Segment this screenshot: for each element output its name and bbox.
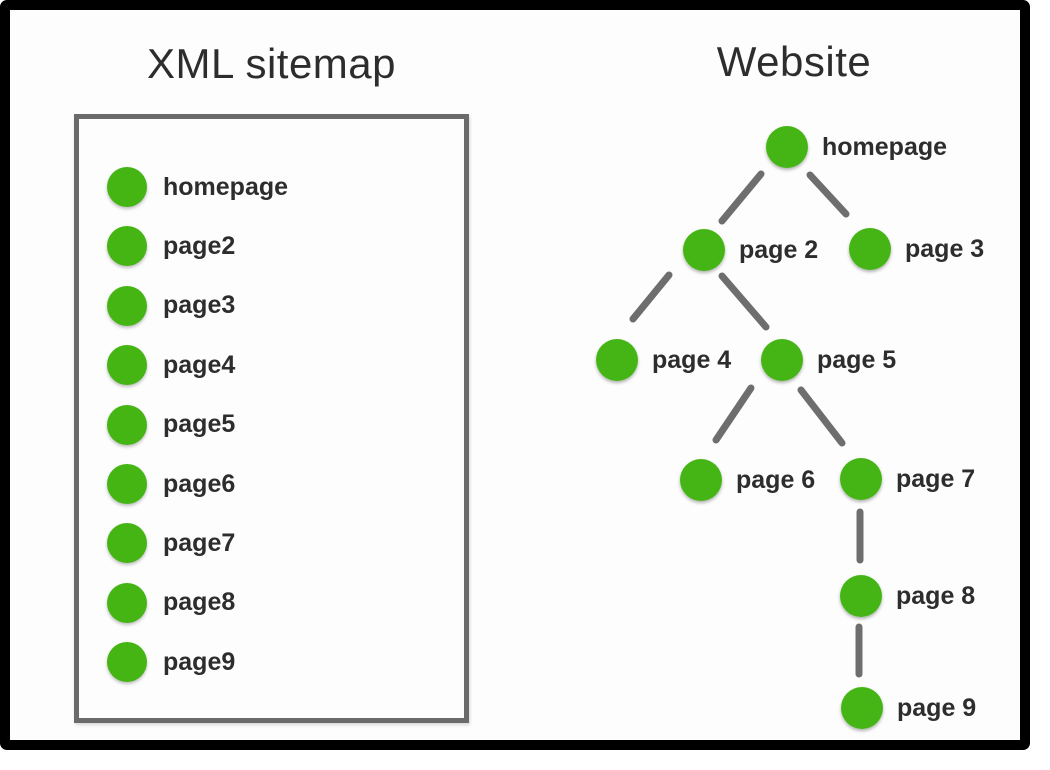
tree-node-label-page6: page 6 [736, 466, 815, 494]
page-dot-icon [107, 226, 147, 267]
sitemap-item-page3: page3 [107, 285, 236, 326]
page-dot-icon [107, 642, 147, 683]
sitemap-item-page5: page5 [107, 404, 236, 445]
sitemap-item-label: page5 [163, 410, 236, 439]
sitemap-item-homepage: homepage [107, 167, 288, 207]
tree-node-label-homepage: homepage [822, 133, 947, 161]
sitemap-item-page8: page8 [107, 582, 236, 623]
website-title: Website [716, 38, 872, 85]
diagram-frame: XML sitemap Website homepage page2 page3 pa… [0, 0, 1030, 750]
tree-edge-homepage-page3 [806, 171, 850, 218]
website-tree-diagram: homepage page 2 page 3 page 4 page 5 page 6 pa… [596, 126, 984, 729]
tree-edge-page5-page6 [712, 384, 755, 444]
sitemap-item-page7: page7 [107, 523, 236, 564]
tree-node-page3 [849, 228, 891, 270]
sitemap-item-label: page2 [163, 231, 236, 260]
tree-node-label-page5: page 5 [817, 346, 896, 374]
tree-node-homepage [766, 126, 808, 168]
tree-node-label-page7: page 7 [896, 465, 975, 493]
page-dot-icon [107, 345, 147, 386]
tree-edge-page2-page4 [629, 271, 673, 323]
sitemap-item-label: page8 [163, 588, 236, 617]
diagram-canvas: XML sitemap Website homepage page2 page3 pa… [10, 10, 1020, 740]
sitemap-item-page9: page9 [107, 642, 236, 683]
tree-node-page4 [596, 339, 638, 381]
sitemap-item-label: page9 [163, 647, 236, 676]
tree-node-label-page8: page 8 [896, 582, 975, 610]
sitemap-item-page4: page4 [107, 345, 236, 386]
sitemap-item-label: page7 [163, 528, 236, 557]
tree-node-label-page3: page 3 [905, 235, 984, 263]
tree-node-page8 [840, 575, 882, 617]
tree-edge-homepage-page2 [718, 170, 765, 225]
page-dot-icon [107, 582, 147, 623]
sitemap-item-page2: page2 [107, 226, 236, 267]
tree-node-page6 [680, 459, 722, 501]
tree-node-page9 [841, 687, 883, 729]
sitemap-item-label: page4 [163, 350, 236, 379]
page-dot-icon [107, 464, 147, 504]
page-dot-icon [107, 523, 147, 564]
sitemap-item-label: page3 [163, 291, 236, 320]
sitemap-item-label: page6 [163, 469, 236, 498]
page-dot-icon [107, 285, 147, 326]
tree-edge-page5-page7 [797, 386, 846, 447]
sitemap-item-page6: page6 [107, 464, 235, 504]
page-dot-icon [107, 404, 147, 445]
page-dot-icon [107, 167, 147, 207]
tree-node-page5 [761, 339, 803, 381]
xml-sitemap-title: XML sitemap [146, 40, 397, 87]
sitemap-item-label: homepage [163, 172, 289, 201]
tree-edge-page2-page5 [718, 272, 770, 331]
tree-node-label-page9: page 9 [897, 694, 976, 722]
tree-node-page7 [840, 458, 882, 500]
tree-node-label-page4: page 4 [652, 346, 731, 374]
tree-node-label-page2: page 2 [739, 236, 818, 264]
tree-node-page2 [683, 229, 725, 271]
sitemap-box: homepage page2 page3 page4 page5 page6 page7 pa… [74, 114, 469, 723]
